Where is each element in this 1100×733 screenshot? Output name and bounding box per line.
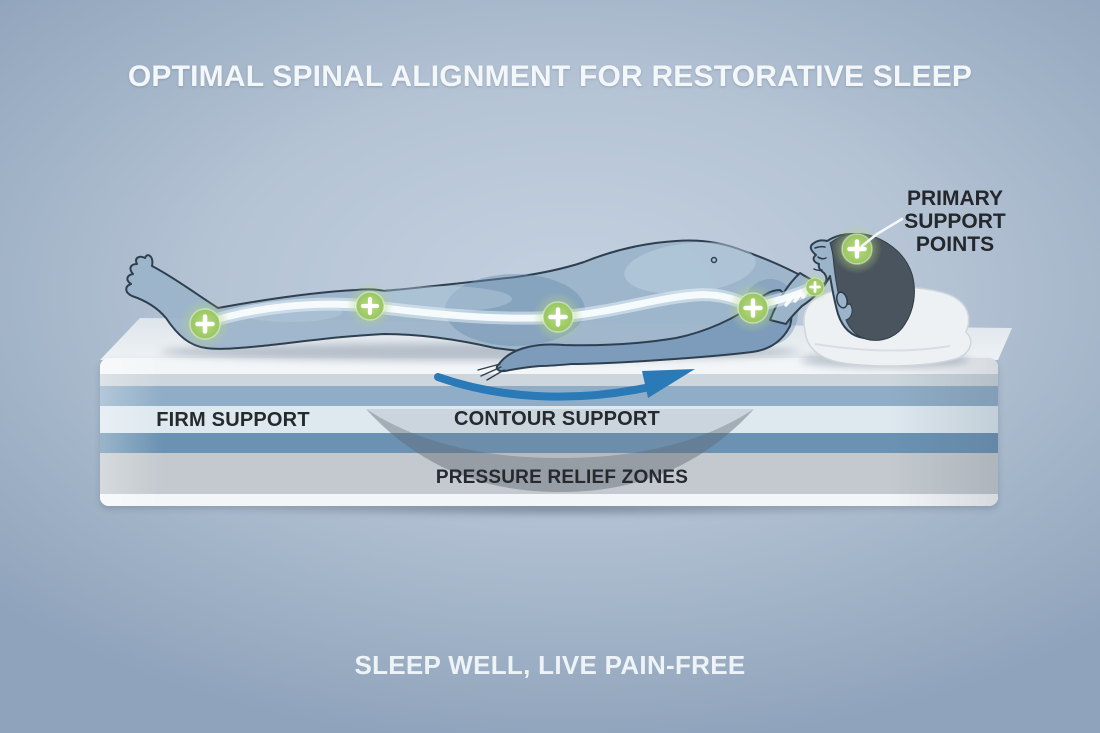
mattress-layer-dark-blue — [100, 433, 998, 453]
primary-support-points-callout: PRIMARY SUPPORT POINTS — [900, 187, 1010, 256]
plus-icon — [809, 281, 821, 293]
plus-icon — [548, 307, 568, 327]
contour-arrow-head — [642, 369, 695, 398]
pillow-crease — [814, 343, 951, 352]
chest-dot — [710, 256, 718, 264]
pressure-relief-zone-shape — [366, 409, 754, 458]
support-point-head — [832, 224, 882, 274]
pressure-relief-zones-label: PRESSURE RELIEF ZONES — [435, 467, 689, 488]
hand-fingers — [477, 363, 505, 381]
plus-icon — [743, 298, 763, 318]
mattress-layer-base-gray — [100, 453, 998, 494]
mattress-front-face — [100, 358, 998, 506]
mattress-layer-light-gray — [100, 374, 998, 386]
face-details — [813, 245, 849, 309]
plus-icon — [195, 314, 215, 334]
mattress-layer-bottom-white — [100, 494, 998, 506]
support-point-neck — [800, 272, 830, 302]
support-point-markers — [180, 224, 882, 349]
callout-leader-line — [860, 217, 904, 248]
page-title: OPTIMAL SPINAL ALIGNMENT FOR RESTORATIVE… — [127, 60, 973, 93]
plus-icon — [360, 296, 380, 316]
contour-arrow-shaft — [434, 373, 649, 401]
mattress-layer-firm-support — [100, 406, 998, 433]
support-point-shoulder — [728, 283, 778, 333]
arm — [495, 289, 793, 373]
contour-support-label: CONTOUR SUPPORT — [454, 408, 660, 430]
firm-support-label: FIRM SUPPORT — [156, 409, 310, 431]
callout-line-2: SUPPORT — [904, 210, 1006, 234]
callout-line-3: POINTS — [915, 233, 995, 257]
support-point-heel — [180, 299, 230, 349]
mattress-side-shading — [100, 358, 998, 506]
callout-line-1: PRIMARY — [906, 187, 1004, 210]
tagline: SLEEP WELL, LIVE PAIN-FREE — [354, 650, 746, 680]
pressure-relief-crescent — [366, 409, 754, 492]
plus-icon — [847, 239, 867, 259]
support-point-hip — [533, 292, 583, 342]
support-point-knee — [346, 282, 394, 330]
